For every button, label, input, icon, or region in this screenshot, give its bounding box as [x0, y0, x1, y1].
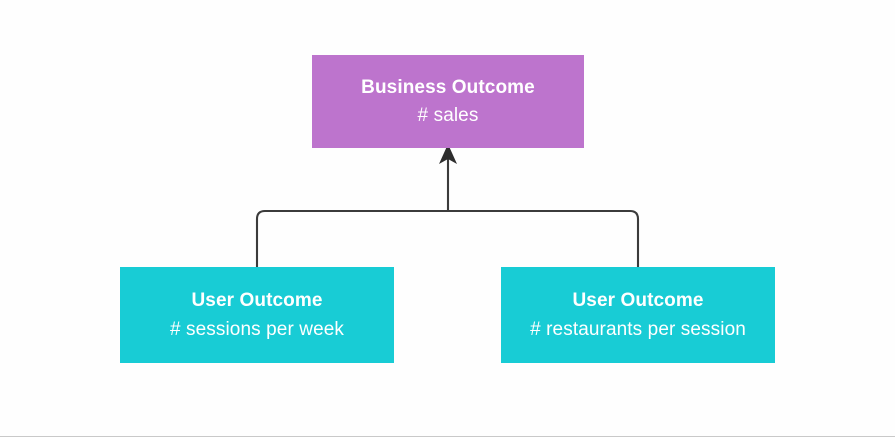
node-user-outcome-restaurants-metric: # restaurants per session [530, 318, 746, 340]
node-business-outcome-metric: # sales [417, 105, 479, 126]
node-business-outcome[interactable]: Business Outcome # sales [312, 55, 584, 148]
node-user-outcome-restaurants-title: User Outcome [572, 290, 704, 312]
node-user-outcome-sessions[interactable]: User Outcome # sessions per week [120, 267, 394, 363]
node-business-outcome-title: Business Outcome [361, 76, 535, 98]
node-user-outcome-restaurants[interactable]: User Outcome # restaurants per session [501, 267, 775, 363]
node-user-outcome-sessions-metric: # sessions per week [169, 318, 345, 340]
node-user-outcome-sessions-title: User Outcome [191, 290, 323, 312]
